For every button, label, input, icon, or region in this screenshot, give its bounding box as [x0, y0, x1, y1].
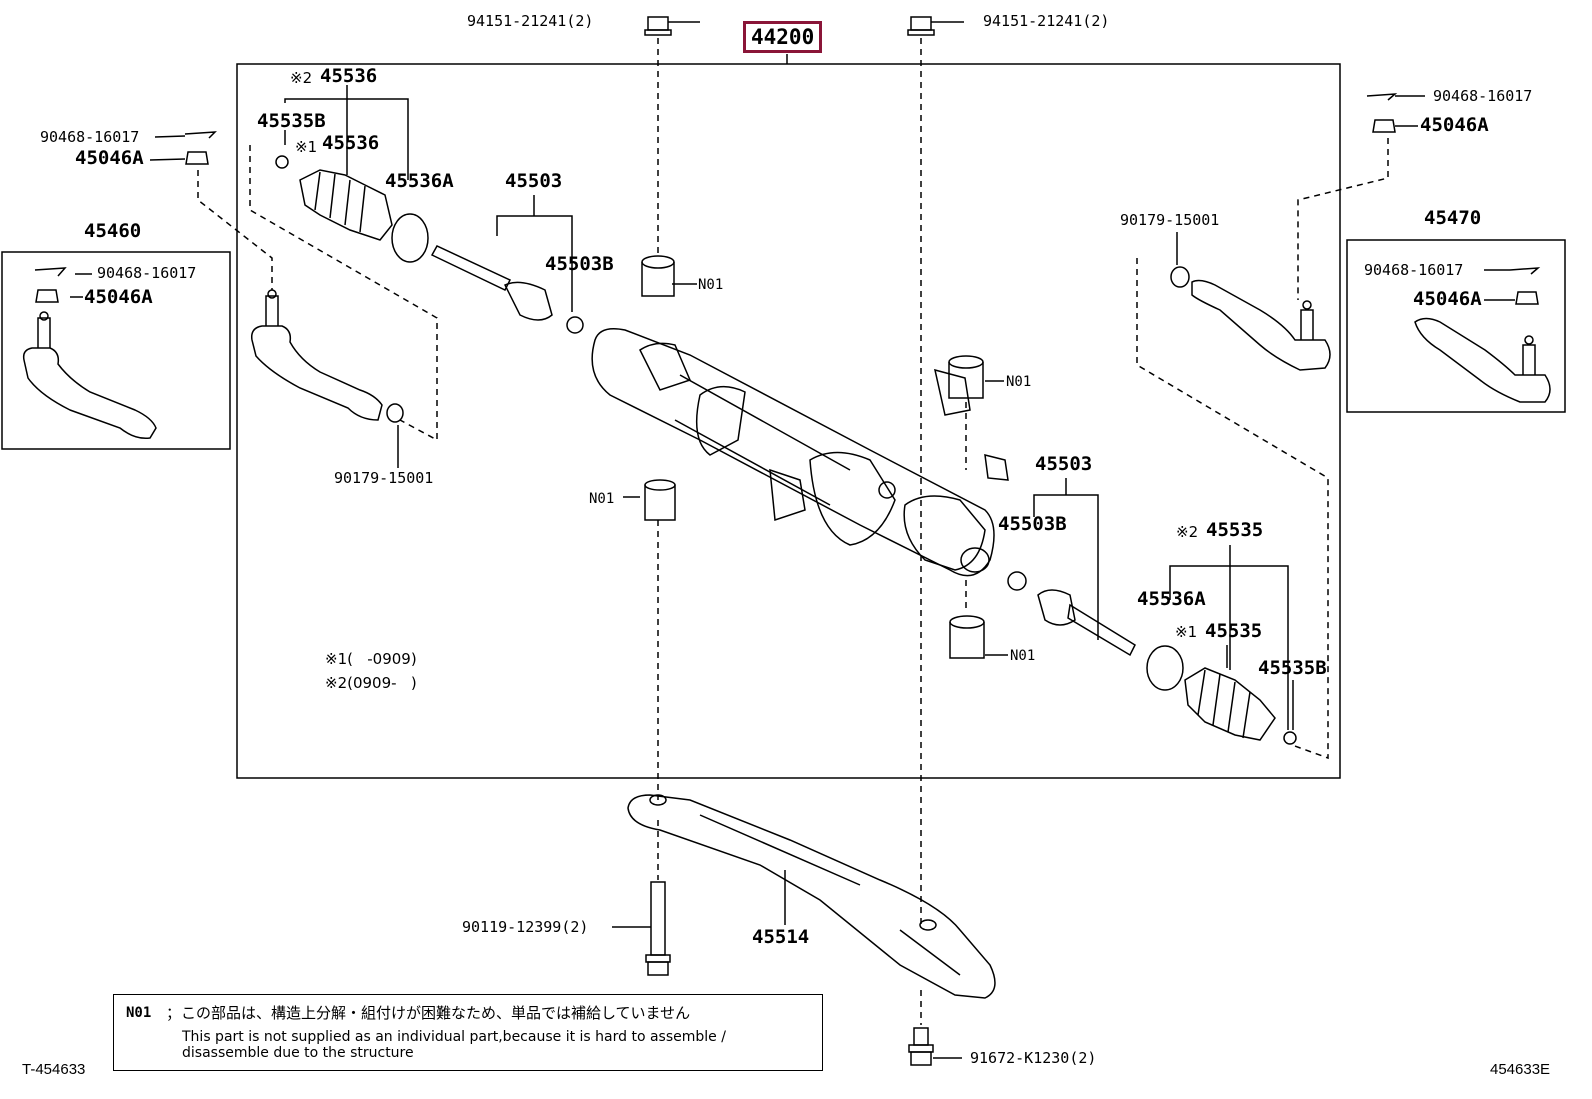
- left-rack-end-icon: [430, 245, 584, 334]
- label-cotter-right-box[interactable]: 90468-16017: [1364, 261, 1464, 279]
- label-rod-right[interactable]: 45503: [1035, 453, 1093, 475]
- label-clip-right[interactable]: 45535B: [1258, 657, 1327, 679]
- right-tie-rod-end-icon: [1170, 93, 1398, 371]
- footnote-box: N01 ；この部品は、構造上分解・組付けが困難なため、単品では補給していません …: [113, 994, 823, 1071]
- label-bolt-top-right[interactable]: 94151-21241(2): [983, 12, 1110, 30]
- label-cotter-left[interactable]: 90468-16017: [40, 128, 140, 146]
- left-nut-icon: [185, 151, 209, 165]
- label-nut-left-box[interactable]: 45046A: [84, 286, 153, 308]
- assembly-part-number[interactable]: 44200: [743, 21, 823, 53]
- label-bracket[interactable]: 45514: [752, 926, 810, 948]
- label-n01-b[interactable]: N01: [589, 491, 615, 507]
- right-leaders: [1033, 95, 1515, 730]
- left-tie-rod-end-icon: [250, 289, 404, 423]
- bolt-lower-left-icon: [612, 881, 671, 976]
- label-bush-left-lower[interactable]: 90179-15001: [334, 469, 434, 487]
- label-washer-right[interactable]: 45503B: [998, 513, 1067, 535]
- left-cotter-pin-icon: [184, 131, 217, 139]
- steering-rack-housing-icon: [591, 328, 1009, 577]
- bushing-lower-right-icon: [949, 615, 985, 659]
- label-end-left-box[interactable]: 45460: [84, 220, 142, 242]
- left-box-tie-rod-end-icon: [22, 267, 157, 440]
- label-n01-a[interactable]: N01: [698, 277, 724, 293]
- label-boot-right-code1[interactable]: 45535: [1205, 620, 1263, 642]
- mount-dashed-lines: [657, 38, 967, 1025]
- footnote-english: This part is not supplied as an individu…: [182, 1029, 726, 1061]
- bracket-icon: [627, 794, 996, 999]
- label-boot-left-mark2: ※2: [290, 69, 313, 87]
- bushing-upper-left-icon: [641, 255, 675, 297]
- right-dashed-outline: [1136, 138, 1389, 760]
- label-cotter-right[interactable]: 90468-16017: [1433, 87, 1533, 105]
- label-bolt-lower-left[interactable]: 90119-12399(2): [462, 918, 589, 936]
- label-washer-left[interactable]: 45503B: [545, 253, 614, 275]
- left-tie-rod-end-box: [1, 251, 231, 450]
- diagram-id-right: 454633E: [1490, 1061, 1551, 1078]
- label-boot-right-mark2: ※2: [1176, 523, 1199, 541]
- label-boot-left-code1[interactable]: 45536: [322, 132, 380, 154]
- label-nut-left[interactable]: 45046A: [75, 147, 144, 169]
- label-bolt-top-left[interactable]: 94151-21241(2): [467, 12, 594, 30]
- label-nut-right-box[interactable]: 45046A: [1413, 288, 1482, 310]
- label-clamp-left[interactable]: 45536A: [385, 170, 454, 192]
- note-range-2: ※2(0909- ): [325, 674, 417, 692]
- label-boot-left-mark1: ※1: [295, 138, 318, 156]
- left-dashed-outline: [197, 145, 438, 442]
- assembly-frame: [236, 63, 1341, 779]
- label-clip-left[interactable]: 45535B: [257, 110, 326, 132]
- label-bolt-lower-right[interactable]: 91672-K1230(2): [970, 1049, 1097, 1067]
- right-boot-icon: [1146, 645, 1297, 745]
- label-boot-left-code2[interactable]: 45536: [320, 65, 378, 87]
- label-boot-right-mark1: ※1: [1175, 623, 1198, 641]
- label-cotter-left-box[interactable]: 90468-16017: [97, 264, 197, 282]
- diagram-id-left: T-454633: [22, 1061, 86, 1078]
- left-boot-icon: [275, 155, 429, 263]
- label-n01-c[interactable]: N01: [1006, 374, 1032, 390]
- left-leaders: [70, 85, 1008, 656]
- bushing-lower-left-icon: [644, 479, 676, 521]
- label-nut-right[interactable]: 45046A: [1420, 114, 1489, 136]
- bushing-upper-right-icon: [948, 355, 984, 399]
- right-tie-rod-end-box: [1346, 239, 1566, 413]
- label-end-right-box[interactable]: 45470: [1424, 207, 1482, 229]
- bolt-top-left-icon: [644, 16, 700, 36]
- footnote-japanese: ；この部品は、構造上分解・組付けが困難なため、単品では補給していません: [166, 1004, 691, 1022]
- right-rack-end-icon: [1007, 571, 1136, 657]
- bolt-top-right-icon: [907, 16, 964, 36]
- label-boot-right-code2[interactable]: 45535: [1206, 519, 1264, 541]
- label-n01-d[interactable]: N01: [1010, 648, 1036, 664]
- footnote-code: N01: [126, 1005, 152, 1021]
- note-range-1: ※1( -0909): [325, 650, 417, 668]
- label-bush-right[interactable]: 90179-15001: [1120, 211, 1220, 229]
- bolt-lower-right-icon: [908, 1027, 962, 1066]
- label-rod-left[interactable]: 45503: [505, 170, 563, 192]
- label-clamp-right[interactable]: 45536A: [1137, 588, 1206, 610]
- right-box-tie-rod-end-icon: [1414, 267, 1551, 403]
